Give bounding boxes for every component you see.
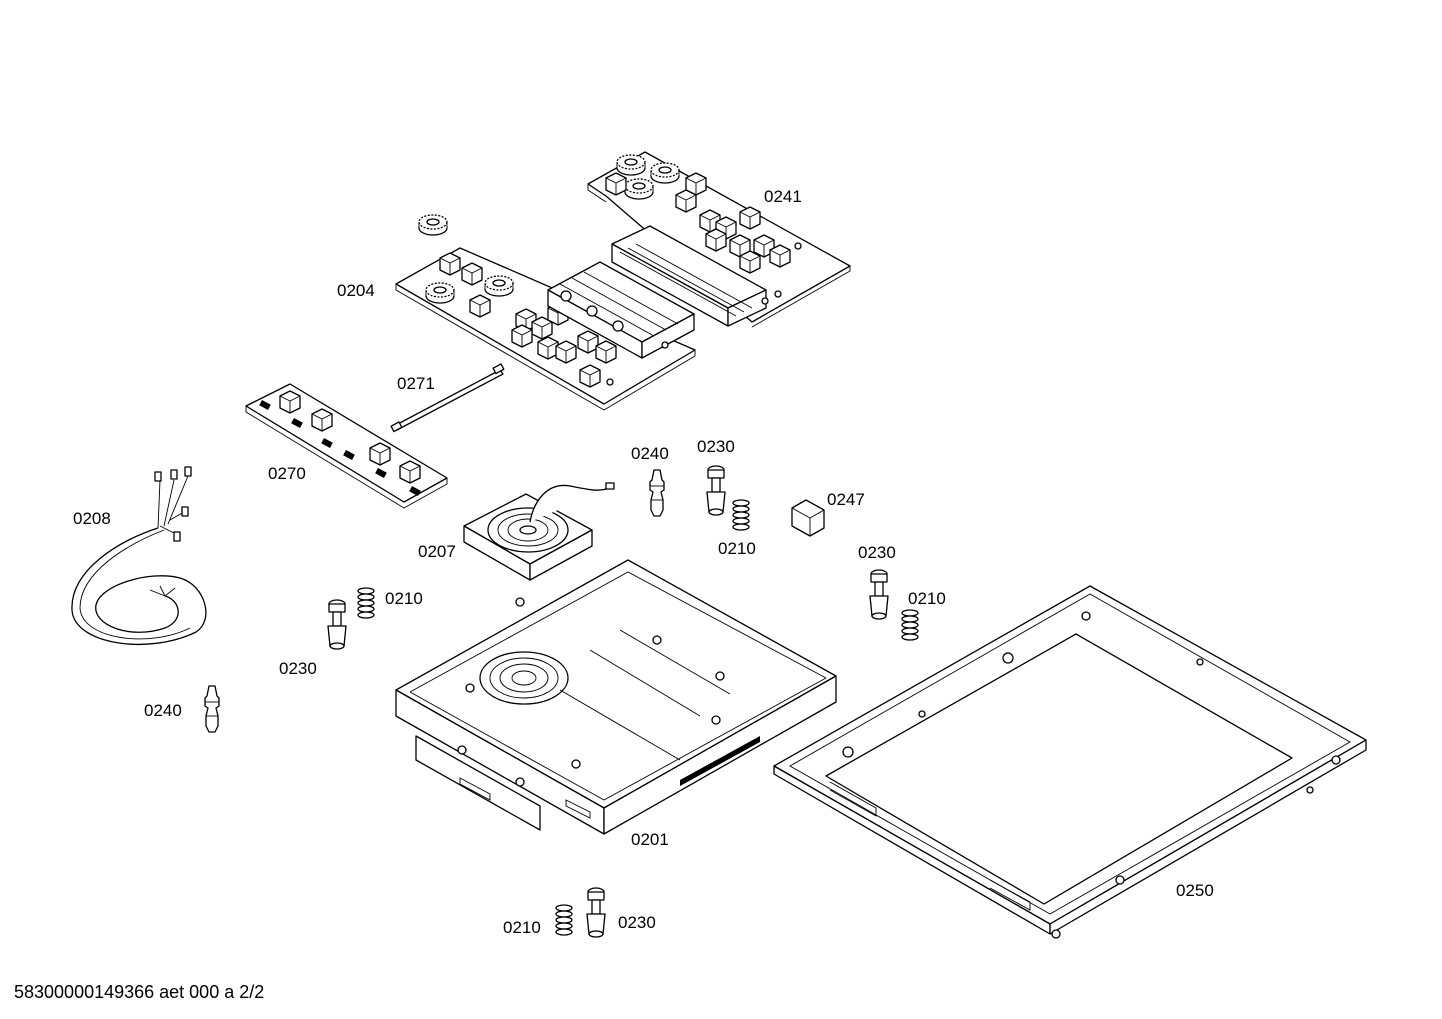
spring-0210-left	[357, 587, 375, 619]
label-0230-left: 0230	[279, 659, 317, 678]
power-board-0241	[587, 151, 851, 328]
label-0210-bottom: 0210	[503, 918, 541, 937]
label-0271: 0271	[397, 374, 435, 393]
label-0210-right: 0210	[908, 589, 946, 608]
label-0201: 0201	[631, 830, 669, 849]
label-0207: 0207	[418, 542, 456, 561]
label-0208: 0208	[73, 509, 111, 528]
label-0240-lower: 0240	[144, 701, 182, 720]
label-0247: 0247	[827, 490, 865, 509]
label-0241: 0241	[764, 187, 802, 206]
foot-0230-left	[327, 599, 347, 650]
bottom-parts-0210-0230	[555, 887, 606, 938]
spring-0210-upper	[732, 499, 750, 531]
label-0210-upper: 0210	[718, 539, 756, 558]
document-code: 58300000149366 aet 000 a 2/2	[14, 982, 265, 1002]
clip-0247	[791, 499, 825, 537]
housing-0201	[395, 559, 837, 835]
label-0270: 0270	[268, 464, 306, 483]
label-0230-upper: 0230	[697, 437, 735, 456]
frame-0250	[773, 585, 1367, 939]
foot-0230-upper	[706, 465, 726, 516]
spring-0210-right	[901, 609, 919, 641]
label-0230-right: 0230	[858, 543, 896, 562]
clip-0240-lower	[204, 685, 220, 733]
control-board-0270	[245, 383, 448, 509]
power-cord-0208	[71, 466, 207, 645]
label-0210-left: 0210	[385, 589, 423, 608]
power-board-0204	[395, 214, 696, 411]
label-0230-bottom: 0230	[618, 913, 656, 932]
label-0250: 0250	[1176, 881, 1214, 900]
fan-0207	[463, 482, 615, 581]
label-0240-upper: 0240	[631, 444, 669, 463]
ribbon-cable-0271	[390, 363, 505, 433]
clip-0240-upper	[649, 469, 665, 517]
label-0204: 0204	[337, 281, 375, 300]
foot-0230-right	[869, 569, 889, 620]
